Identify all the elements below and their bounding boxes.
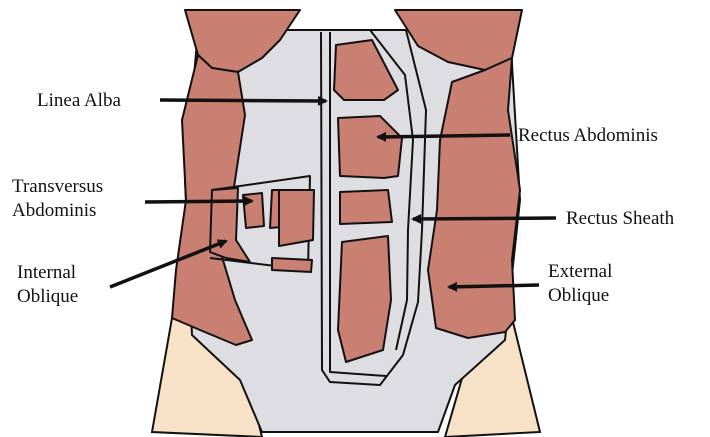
label-internal-line2: Oblique [17, 286, 78, 307]
transversus-block-c [279, 190, 314, 246]
label-rectus-abdominis: Rectus Abdominis [518, 125, 658, 146]
rectus-segment-4 [338, 236, 391, 362]
label-external-line2: Oblique [548, 285, 609, 306]
transversus-block-d [272, 258, 312, 272]
label-external-line1: External [548, 261, 612, 282]
label-transversus-line1: Transversus [12, 176, 103, 197]
transversus-block-a [243, 193, 264, 228]
arrow-transversus [145, 201, 252, 202]
label-internal-line1: Internal [17, 262, 76, 283]
arrow-external-oblique [449, 285, 539, 287]
label-transversus-line2: Abdominis [12, 200, 96, 221]
rectus-segment-3 [340, 190, 392, 224]
arrow-linea-alba [160, 100, 326, 101]
label-rectus-sheath: Rectus Sheath [566, 208, 675, 229]
label-linea-alba: Linea Alba [37, 90, 121, 111]
arrow-rectus-abdominis [378, 135, 510, 137]
arrow-rectus-sheath [413, 218, 556, 219]
